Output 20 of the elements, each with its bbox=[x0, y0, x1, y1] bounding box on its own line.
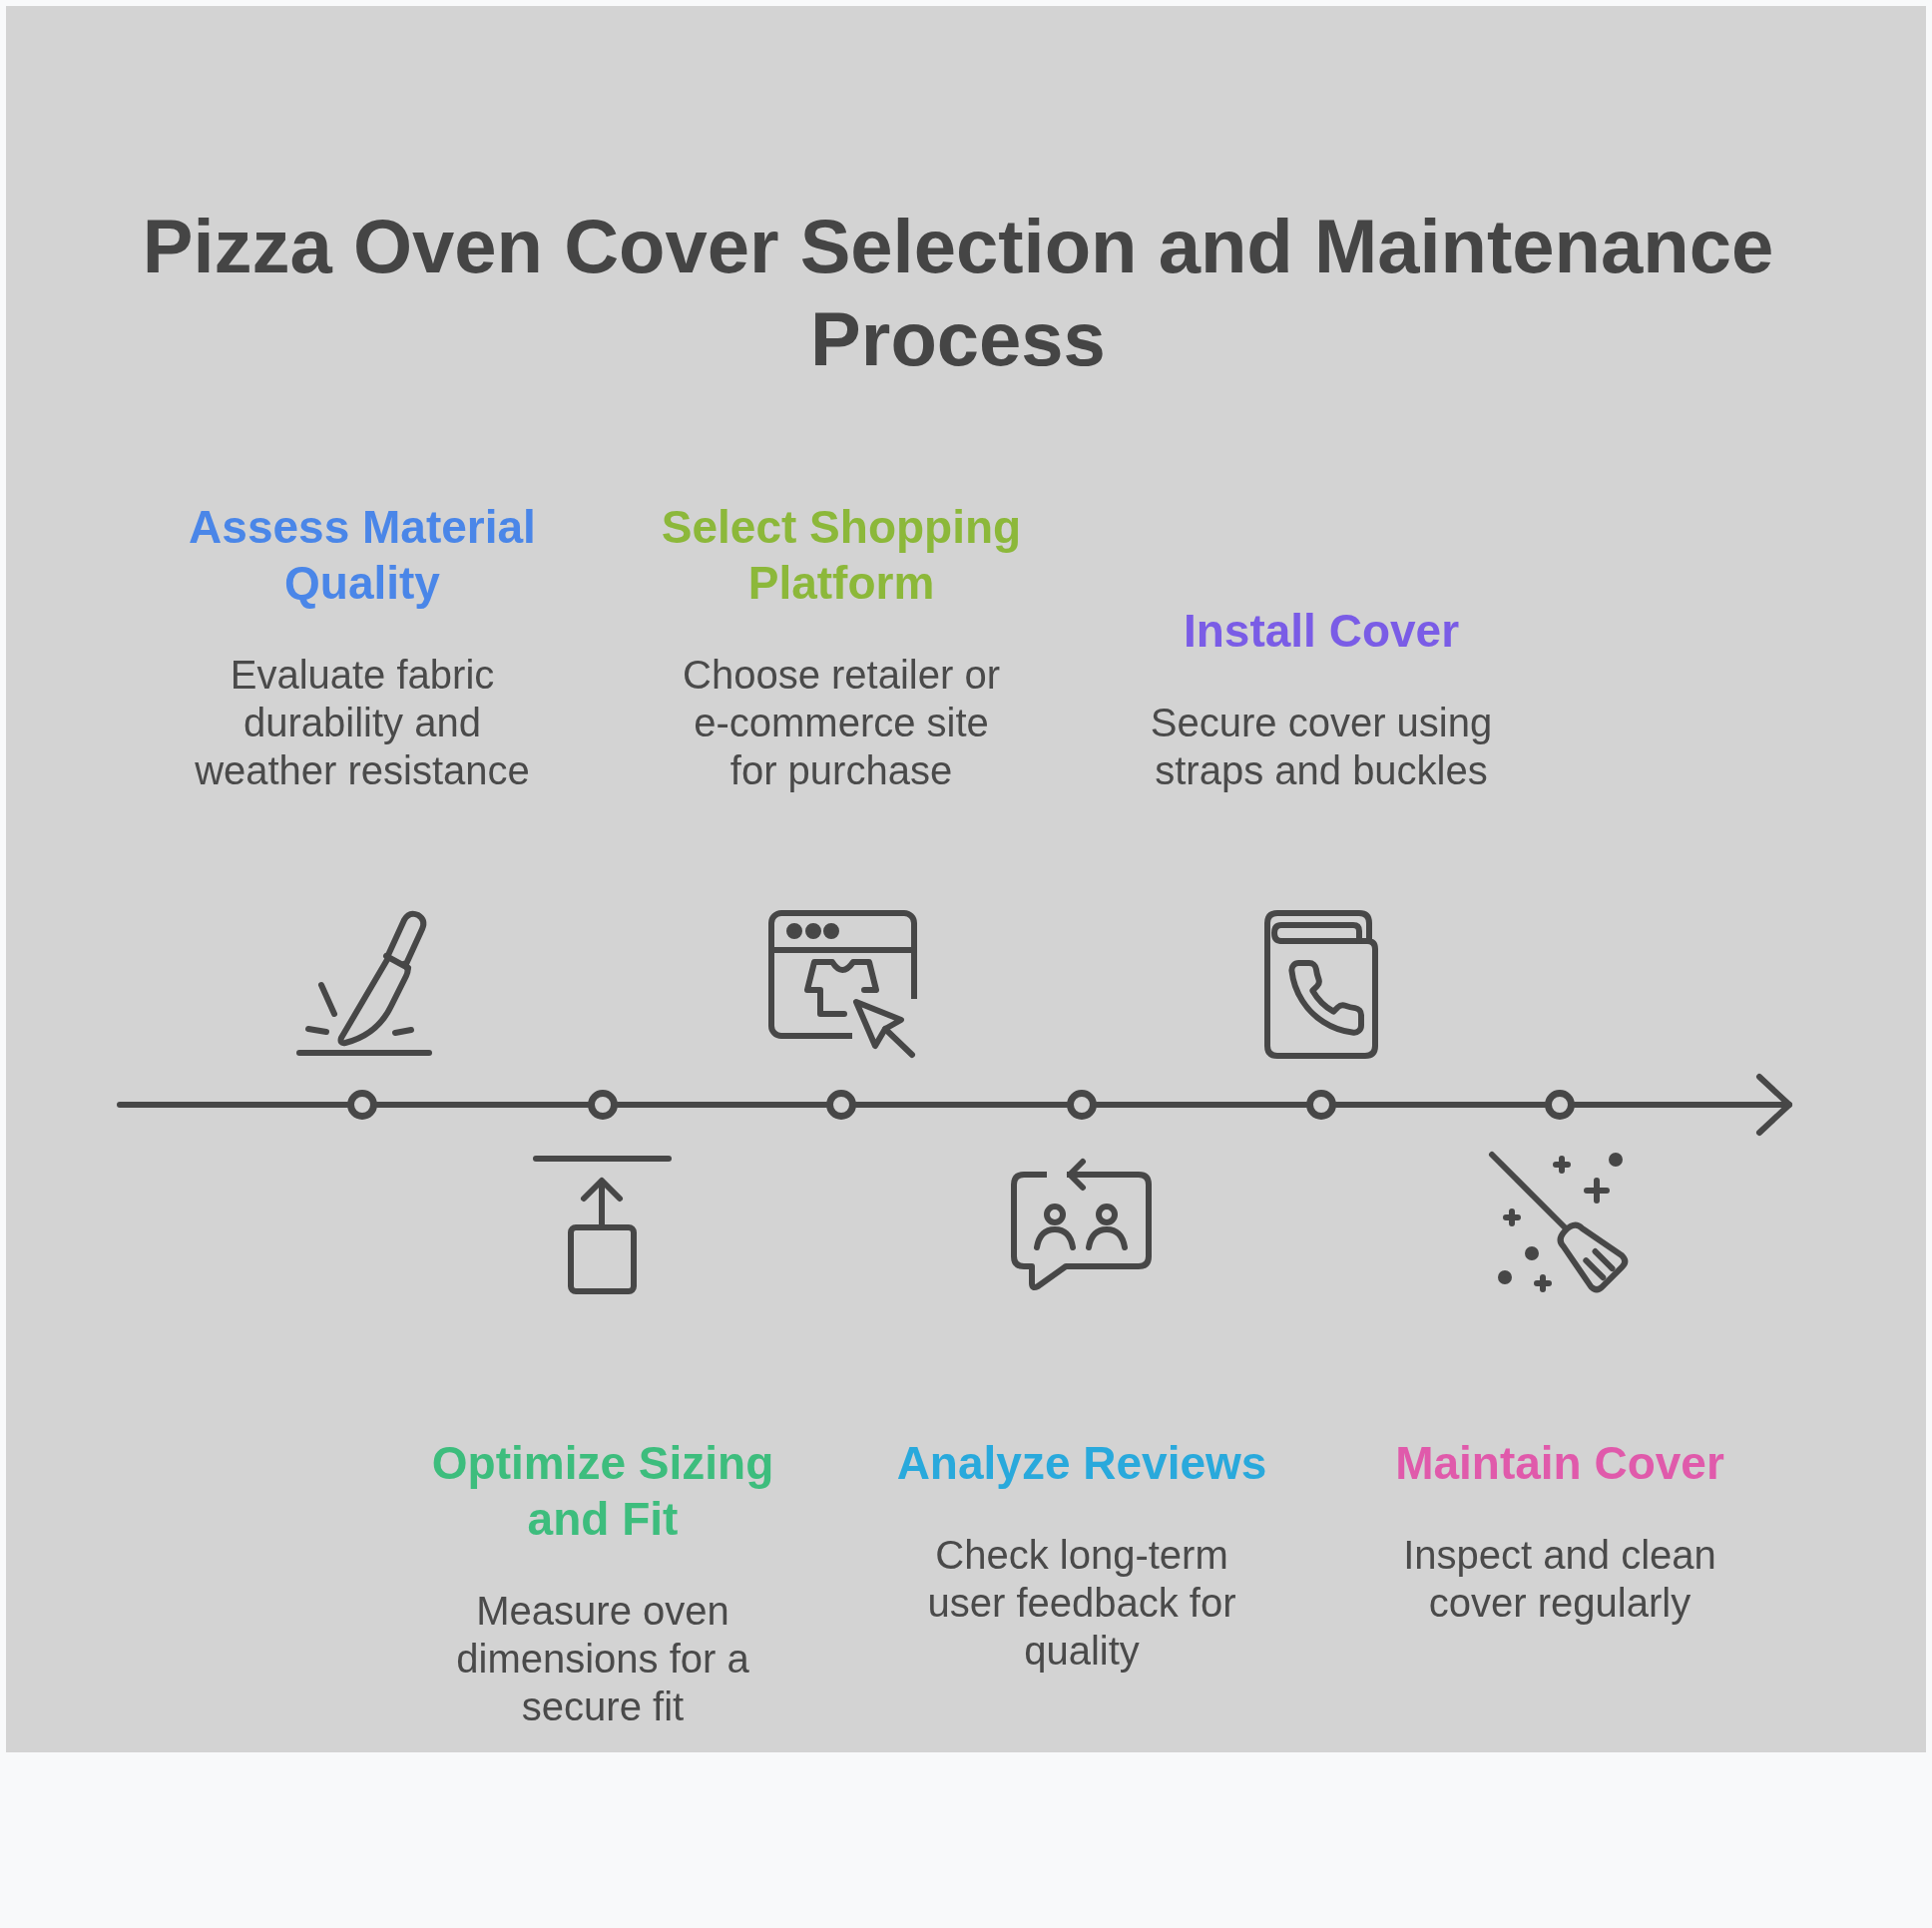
step-description: Evaluate fabric durability and weather resistance bbox=[194, 652, 531, 794]
timeline-arrow bbox=[1572, 1074, 1792, 1136]
timeline-line bbox=[374, 1102, 591, 1108]
step-description: Check long-term user feedback for quality bbox=[926, 1532, 1237, 1675]
step-description: Secure cover using straps and buckles bbox=[1149, 700, 1494, 794]
step-heading: Maintain Cover bbox=[1394, 1436, 1725, 1491]
timeline-line bbox=[1333, 1102, 1548, 1108]
step-description: Inspect and clean cover regularly bbox=[1402, 1532, 1717, 1627]
step-heading: Select Shopping Platform bbox=[660, 500, 1023, 611]
timeline-line bbox=[615, 1102, 829, 1108]
diagram-title: Pizza Oven Cover Selection and Maintenance Process bbox=[141, 203, 1775, 383]
step-heading: Analyze Reviews bbox=[895, 1436, 1268, 1491]
timeline-line bbox=[117, 1102, 350, 1108]
timeline-line bbox=[1094, 1102, 1309, 1108]
step-description: Choose retailer or e-commerce site for purchase bbox=[682, 652, 1001, 794]
timeline-line bbox=[853, 1102, 1070, 1108]
step-heading: Install Cover bbox=[1182, 604, 1461, 659]
step-heading: Assess Material Quality bbox=[188, 500, 537, 611]
step-heading: Optimize Sizing and Fit bbox=[430, 1436, 775, 1547]
step-description: Measure oven dimensions for a secure fit bbox=[455, 1588, 750, 1730]
